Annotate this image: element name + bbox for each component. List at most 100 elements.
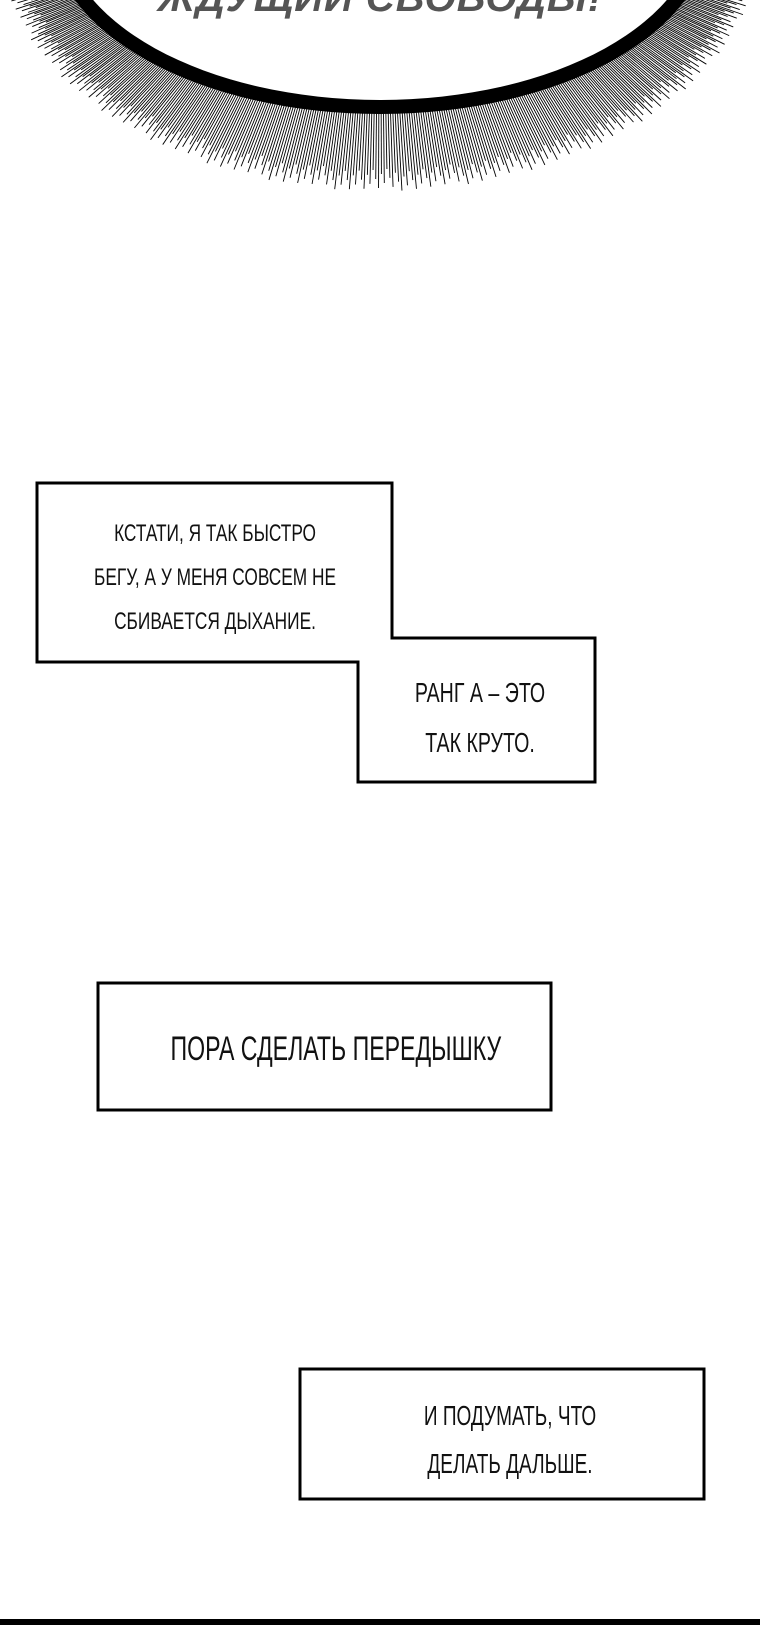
spike-line [65, 27, 113, 57]
spike-line [61, 34, 122, 78]
spike-line [631, 40, 677, 74]
spike-line [33, 0, 86, 21]
spike-line [228, 94, 256, 155]
spike-line [580, 68, 619, 111]
spike-line [608, 54, 654, 96]
spike-line [219, 93, 254, 167]
spike-line [535, 85, 573, 149]
spike-line [34, 0, 74, 15]
spike-line [23, 0, 40, 6]
spike-line [467, 101, 486, 161]
spike-line [586, 65, 627, 111]
caption-line: БЕГУ, А У МЕНЯ СОВСЕМ НЕ [94, 564, 336, 591]
caption-line: КСТАТИ, Я ТАК БЫСТРО [114, 520, 316, 547]
spike-line [415, 107, 424, 170]
speech-bubble [93, 0, 667, 100]
spike-line [562, 76, 599, 124]
spike-line [654, 21, 702, 48]
spike-line [167, 78, 204, 128]
spike-line [334, 107, 345, 190]
spike-line [533, 86, 566, 142]
spike-line [375, 108, 377, 179]
spike-line [352, 108, 359, 176]
spike-line [203, 88, 233, 140]
spike-line [115, 60, 164, 109]
spike-line [501, 94, 530, 157]
caption-box-4: И ПОДУМАТЬ, ЧТО ДЕЛАТЬ ДАЛЬШЕ. [381, 1392, 639, 1488]
spike-line [369, 108, 373, 184]
spike-line [73, 36, 124, 71]
spike-line [105, 56, 155, 104]
spike-line [588, 65, 635, 117]
spike-line [358, 108, 364, 171]
spike-line [32, 2, 89, 27]
spike-line [486, 97, 514, 167]
spike-line [98, 54, 152, 104]
spike-line [579, 69, 625, 124]
spike-line [191, 85, 223, 136]
spike-line [233, 96, 265, 170]
spike-line [705, 0, 731, 9]
spike-line [194, 87, 231, 151]
spike-line [119, 63, 169, 116]
spike-line [401, 108, 408, 186]
spike-line [543, 83, 577, 136]
spike-line [29, 0, 50, 7]
spike-line [433, 105, 447, 171]
spike-line [541, 83, 582, 149]
spike-line [134, 70, 183, 129]
spike-line [247, 97, 274, 164]
spike-line [447, 104, 465, 176]
spike-line [518, 90, 552, 153]
spike-line [80, 38, 127, 71]
spike-line [130, 67, 178, 122]
spike-line [177, 82, 215, 141]
spike-line [451, 103, 469, 171]
spike-line [531, 86, 570, 155]
spike-line [326, 106, 338, 185]
spike-line [628, 42, 677, 80]
spike-line [589, 64, 643, 122]
panel-border [0, 1619, 760, 1625]
caption-box-3-frame [96, 981, 553, 1112]
spike-line [651, 24, 695, 50]
spike-line [394, 108, 400, 182]
spike-line [456, 103, 473, 165]
spike-line [524, 88, 561, 154]
spike-line [98, 48, 141, 83]
caption-box-2: РАНГ А – ЭТО ТАК КРУТО. [410, 668, 550, 768]
spike-line [281, 102, 300, 164]
spike-line [489, 97, 512, 154]
spike-line [254, 98, 278, 160]
spike-line [261, 100, 287, 175]
spike-line [289, 103, 309, 178]
spike-line [475, 100, 501, 172]
spike-line [666, 8, 721, 34]
spike-line [58, 25, 111, 57]
spike-line [86, 47, 140, 91]
spike-line [440, 105, 456, 174]
spike-line [346, 107, 354, 181]
spike-line [123, 62, 167, 108]
spike-line [95, 51, 147, 98]
spike-line [234, 95, 263, 161]
spike-line [617, 48, 670, 93]
spike-line [662, 13, 725, 45]
spike-line [537, 85, 568, 135]
spike-line [107, 52, 149, 89]
spike-line [150, 76, 198, 141]
spike-line [174, 83, 217, 150]
spike-line [50, 16, 101, 43]
spike-line [15, 0, 46, 10]
spike-line [148, 73, 190, 125]
spike-line [57, 18, 103, 44]
spike-line [512, 92, 543, 152]
spike-line [664, 10, 723, 40]
spike-line [403, 107, 410, 172]
emphasis-spikes [11, 0, 746, 191]
spike-line [545, 82, 584, 143]
spike-line [282, 103, 304, 182]
spike-line [303, 105, 320, 179]
spike-line [322, 106, 334, 167]
spike-line [660, 15, 707, 40]
